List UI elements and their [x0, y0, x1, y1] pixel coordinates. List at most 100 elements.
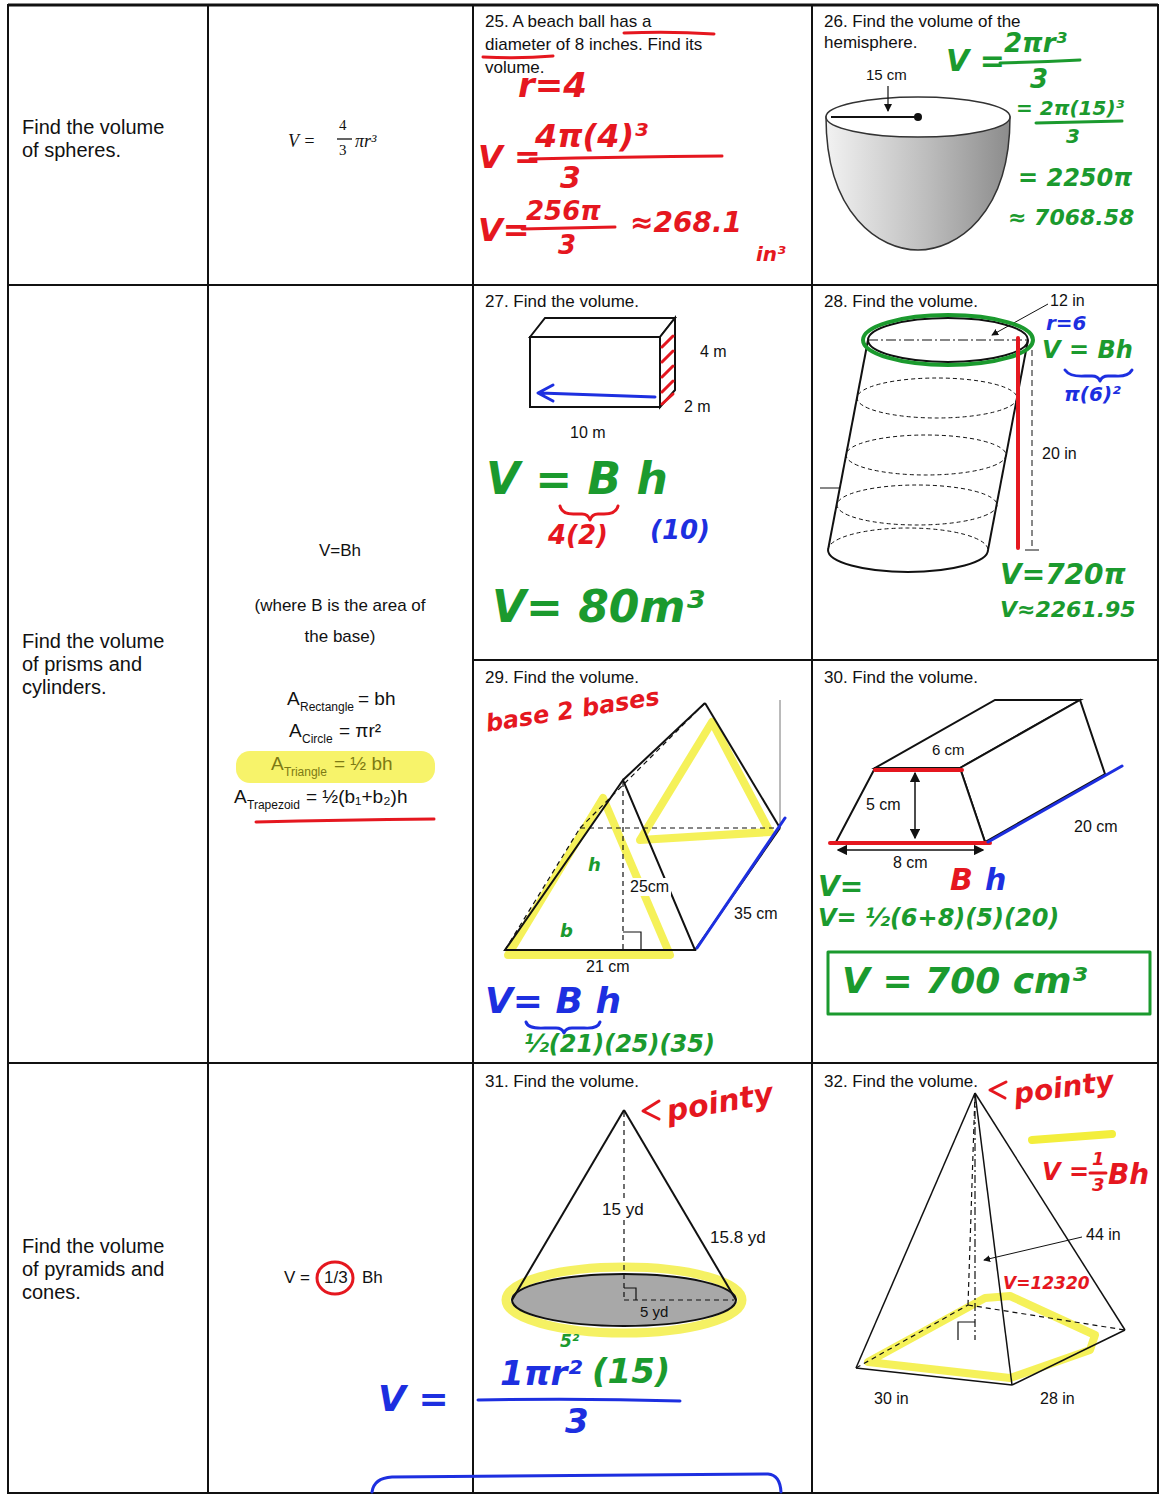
dimension-label: 6 cm	[932, 741, 965, 758]
oblique-cylinder-figure-part	[1032, 340, 1033, 550]
trapezoid-prism-figure-part	[914, 773, 916, 838]
dimension-label: 20 in	[1042, 445, 1077, 463]
oblique-cylinder-figure-part	[846, 435, 1006, 475]
handwritten-work: V=720π	[1000, 560, 1126, 589]
formula-text: Bh	[362, 1268, 383, 1288]
table-grid-part	[8, 284, 1158, 286]
handwritten-work: 3	[1066, 126, 1080, 147]
oblique-cylinder-figure-part	[837, 485, 997, 525]
question-text: 31. Find the volume.	[485, 1072, 639, 1092]
hemisphere-figure-part	[887, 86, 888, 111]
dimension-label: 10 m	[570, 424, 606, 442]
table-grid-part	[8, 5, 1158, 1493]
handwritten-work: V = B h	[486, 456, 668, 502]
formula-subscript: Trapezoid	[247, 799, 300, 813]
dimension-label: 2 m	[684, 398, 711, 416]
handwritten-work: B	[950, 864, 973, 896]
handwritten-strokes-part	[522, 227, 615, 229]
question-text: 32. Find the volume.	[824, 1072, 978, 1092]
handwritten-strokes-part	[372, 1474, 781, 1492]
handwritten-work: r=4	[518, 68, 587, 104]
triangular-prism-figure-part	[623, 932, 641, 950]
handwritten-work: in³	[756, 244, 786, 265]
handwritten-strokes-part	[828, 952, 1150, 1014]
handwritten-work: V= B h	[485, 982, 621, 1020]
box-prism-figure	[530, 318, 675, 407]
handwritten-strokes-part	[1036, 121, 1122, 123]
triangular-prism-figure-part	[580, 703, 705, 828]
handwritten-work: 3	[558, 232, 576, 259]
trapezoid-prism-figure	[836, 700, 1105, 850]
handwritten-strokes-part	[988, 766, 1122, 842]
handwritten-work: 3	[1092, 1176, 1105, 1195]
box-prism-figure-part	[530, 318, 675, 337]
formula-text: = πr²	[339, 720, 381, 742]
triangular-prism-figure	[505, 700, 780, 950]
cone-figure-part	[624, 1299, 734, 1300]
question-text: 27. Find the volume.	[485, 292, 639, 312]
formula-subscript: Circle	[302, 733, 333, 747]
trapezoid-prism-figure-part	[836, 768, 985, 842]
dimension-label: 15 yd	[600, 1200, 646, 1220]
handwritten-strokes-part	[1000, 60, 1080, 63]
pyramid-figure-part	[856, 1093, 975, 1368]
triangular-prism-figure-part	[705, 703, 780, 828]
pyramid-figure-part	[856, 1368, 1012, 1385]
trapezoid-prism-figure-part	[838, 849, 983, 851]
handwritten-work: ≈268.1	[630, 208, 742, 237]
handwritten-strokes-part	[643, 1101, 659, 1119]
handwritten-work: 4(2)	[548, 522, 608, 549]
dimension-label: 4 m	[700, 343, 727, 361]
cone-figure-part	[624, 1288, 636, 1300]
formula-text: A	[271, 753, 284, 775]
table-grid	[8, 5, 1158, 1493]
handwritten-strokes-part	[560, 506, 618, 520]
handwritten-work: Bh	[1108, 1160, 1149, 1189]
formula-text: A	[289, 720, 302, 742]
formula-text: πr³	[355, 131, 376, 152]
question-text: 29. Find the volume.	[485, 668, 639, 688]
formula-text: (where B is the area of the base)	[245, 591, 435, 652]
question-text: 30. Find the volume.	[824, 668, 978, 688]
handwritten-work: 3	[565, 1404, 589, 1440]
handwritten-strokes-part	[317, 1262, 353, 1294]
handwritten-work: 5²	[560, 1333, 579, 1351]
triangular-prism-figure-part	[580, 827, 780, 828]
formula-marks-part	[337, 138, 352, 139]
handwritten-work: V= 80m³	[492, 584, 705, 630]
dimension-label: 30 in	[874, 1390, 909, 1408]
handwritten-strokes-part	[483, 56, 553, 58]
oblique-cylinder-figure-part	[857, 378, 1017, 418]
handwritten-strokes-part	[875, 768, 962, 772]
pyramid-figure-part	[975, 1093, 1125, 1330]
triangular-prism-figure-part	[623, 703, 705, 780]
handwritten-strokes-part	[662, 336, 673, 404]
dimension-label: 28 in	[1040, 1390, 1075, 1408]
row-heading: Find the volume of pyramids and cones.	[22, 1235, 177, 1304]
pyramid-figure-part	[984, 1237, 1082, 1260]
handwritten-strokes-part	[863, 315, 1033, 365]
handwritten-work: = 2250π	[1018, 166, 1132, 191]
handwritten-work: π(6)²	[1064, 384, 1121, 405]
handwritten-work: V≈2261.95	[1000, 598, 1136, 621]
handwritten-work: V = 700 cm³	[842, 962, 1087, 1000]
oblique-cylinder-figure-part	[828, 550, 988, 572]
oblique-cylinder-figure-part	[868, 339, 1028, 340]
dimension-label: 15 cm	[866, 66, 907, 83]
handwritten-work: 3	[560, 162, 581, 194]
dimension-label: 5 cm	[866, 796, 901, 814]
formula-text: = ½ bh	[334, 753, 393, 775]
handwritten-work: V =	[378, 1380, 449, 1418]
formula-subscript: Rectangle	[300, 701, 354, 715]
handwritten-work: 1πr²	[500, 1356, 582, 1392]
box-prism-figure-part	[530, 337, 660, 407]
handwritten-work: V= ½(6+8)(5)(20)	[818, 906, 1059, 931]
handwritten-strokes-part	[624, 32, 714, 34]
handwritten-strokes-part	[1090, 1172, 1106, 1175]
formula-text: 1/3	[324, 1268, 348, 1288]
formula-text: V=Bh	[215, 541, 465, 561]
handwritten-work: pointy	[664, 1077, 775, 1127]
handwritten-work: ½(21)(25)(35)	[524, 1032, 715, 1057]
handwritten-strokes-part	[697, 818, 785, 948]
